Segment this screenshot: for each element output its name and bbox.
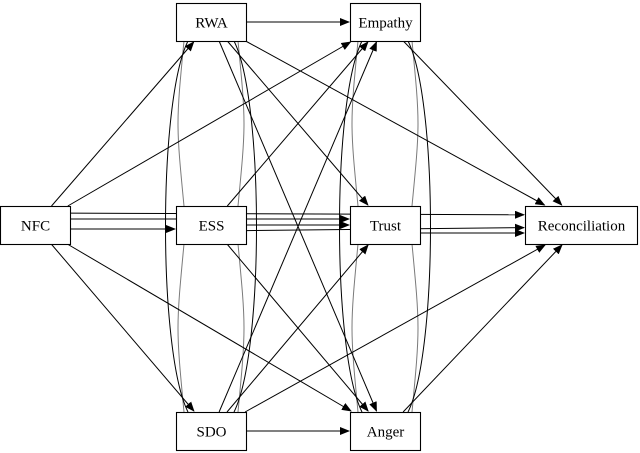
edge-ess-to-empathy xyxy=(226,41,369,207)
node-box-ess xyxy=(175,205,248,246)
edge-rwa-to-trust xyxy=(226,40,369,206)
node-label-reconciliation: Reconciliation xyxy=(538,219,626,235)
edge-ess-to-anger xyxy=(226,243,369,412)
node-trust: Trust xyxy=(349,205,422,246)
node-box-anger xyxy=(349,411,422,452)
node-ess: ESS xyxy=(175,205,248,246)
edge-empathy-to-reconciliation xyxy=(402,40,563,206)
node-label-nfc: NFC xyxy=(21,219,50,235)
node-label-empathy: Empathy xyxy=(358,16,413,32)
edge-sdo-to-empathy xyxy=(218,41,377,413)
edge-sdo-to-trust xyxy=(226,244,369,413)
correlation-layer xyxy=(165,40,431,413)
node-label-rwa: RWA xyxy=(195,16,228,32)
correlation-ess-sdo-2 xyxy=(237,243,245,413)
node-box-nfc xyxy=(0,205,72,246)
node-empathy: Empathy xyxy=(349,2,422,43)
node-rwa: RWA xyxy=(175,2,248,43)
node-anger: Anger xyxy=(349,411,422,452)
correlation-rwa-ess-2 xyxy=(237,40,245,207)
edge-sdo-to-reconciliation xyxy=(244,244,546,413)
node-box-sdo xyxy=(175,411,248,452)
correlation-empathy-anger-2 xyxy=(407,40,431,413)
correlation-trust-anger-1 xyxy=(351,243,359,413)
correlation-rwa-sdo-2 xyxy=(233,40,257,413)
node-label-anger: Anger xyxy=(367,425,405,441)
edge-nfc-to-rwa xyxy=(51,41,195,207)
node-label-ess: ESS xyxy=(199,219,225,235)
correlation-ess-sdo-1 xyxy=(177,243,185,413)
edge-layer xyxy=(50,18,563,435)
correlation-rwa-ess-1 xyxy=(177,40,185,207)
node-box-rwa xyxy=(175,2,248,43)
node-label-sdo: SDO xyxy=(196,425,226,441)
edge-rwa-to-reconciliation xyxy=(245,40,546,206)
node-sdo: SDO xyxy=(175,411,248,452)
correlation-rwa-sdo-1 xyxy=(165,40,189,413)
edge-nfc-to-reconciliation xyxy=(69,210,525,219)
node-nfc: NFC xyxy=(0,205,72,246)
edge-anger-to-reconciliation xyxy=(402,244,563,413)
node-label-trust: Trust xyxy=(370,219,402,235)
edge-nfc-to-empathy xyxy=(67,41,352,207)
node-box-empathy xyxy=(349,2,422,43)
edge-nfc-to-anger xyxy=(67,243,352,412)
node-reconciliation: Reconciliation xyxy=(524,205,639,246)
edge-nfc-to-sdo xyxy=(50,243,195,412)
node-box-reconciliation xyxy=(524,205,639,246)
correlation-empathy-trust-2 xyxy=(411,40,419,207)
correlation-trust-anger-2 xyxy=(411,243,419,413)
correlation-empathy-trust-1 xyxy=(351,40,359,207)
correlation-empathy-anger-1 xyxy=(339,40,363,413)
node-box-trust xyxy=(349,205,422,246)
